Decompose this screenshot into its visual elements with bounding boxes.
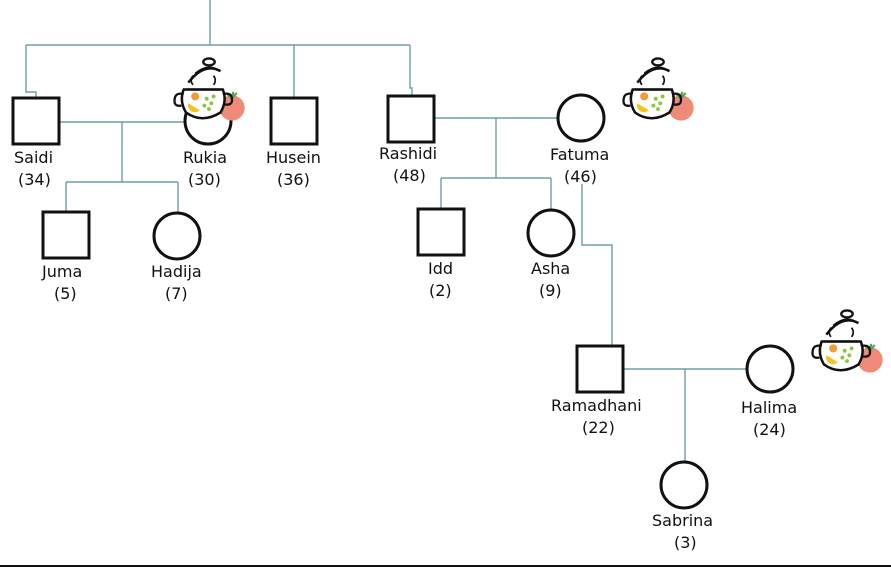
person-hadija: Hadija (7) xyxy=(151,211,202,303)
connector-lines xyxy=(25,0,747,462)
person-name: Juma xyxy=(41,262,82,281)
person-rukia: Rukia (30) xyxy=(173,57,246,189)
person-age: (3) xyxy=(674,533,697,552)
person-name: Rukia xyxy=(183,148,227,167)
person-rashidi: Rashidi (48) xyxy=(379,94,437,185)
person-age: (46) xyxy=(564,167,597,186)
person-name: Rashidi xyxy=(379,144,437,163)
male-symbol xyxy=(575,344,625,394)
male-symbol xyxy=(416,207,466,257)
person-age: (7) xyxy=(165,284,188,303)
person-sabrina: Sabrina (3) xyxy=(652,460,713,552)
person-name: Halima xyxy=(741,398,797,417)
female-symbol xyxy=(659,460,709,510)
person-name: Husein xyxy=(266,148,321,167)
person-name: Ramadhani xyxy=(551,396,642,415)
male-symbol xyxy=(11,96,61,146)
male-symbol xyxy=(269,96,319,146)
female-symbol xyxy=(745,344,795,394)
person-husein: Husein (36) xyxy=(266,96,321,189)
cooking-pot-icon xyxy=(173,57,246,122)
person-name: Idd xyxy=(428,259,453,278)
connector-line xyxy=(409,45,413,96)
person-name: Hadija xyxy=(151,262,202,281)
person-age: (34) xyxy=(18,170,51,189)
female-symbol xyxy=(152,211,202,261)
person-name: Sabrina xyxy=(652,511,713,530)
person-name: Saidi xyxy=(14,148,53,167)
person-fatuma: Fatuma (46) xyxy=(550,57,695,186)
person-age: (2) xyxy=(429,281,452,300)
person-juma: Juma (5) xyxy=(41,210,91,303)
person-age: (5) xyxy=(54,284,77,303)
person-idd: Idd (2) xyxy=(416,207,466,300)
connector-line xyxy=(581,184,613,346)
person-name: Asha xyxy=(531,259,570,278)
person-age: (30) xyxy=(188,170,221,189)
person-age: (22) xyxy=(582,418,615,437)
person-age: (36) xyxy=(277,170,310,189)
cooking-pot-icon xyxy=(622,57,695,122)
connector-line xyxy=(25,45,37,98)
person-name: Fatuma xyxy=(550,145,609,164)
person-halima: Halima (24) xyxy=(741,309,884,439)
female-symbol xyxy=(556,93,606,143)
male-symbol xyxy=(41,210,91,260)
person-saidi: Saidi (34) xyxy=(11,96,61,189)
person-ramadhani: Ramadhani (22) xyxy=(551,344,642,437)
female-symbol xyxy=(526,208,576,258)
person-asha: Asha (9) xyxy=(526,208,576,300)
cooking-pot-icon xyxy=(811,309,884,374)
male-symbol xyxy=(386,94,436,144)
person-age: (48) xyxy=(393,166,426,185)
person-age: (24) xyxy=(753,420,786,439)
person-age: (9) xyxy=(539,281,562,300)
